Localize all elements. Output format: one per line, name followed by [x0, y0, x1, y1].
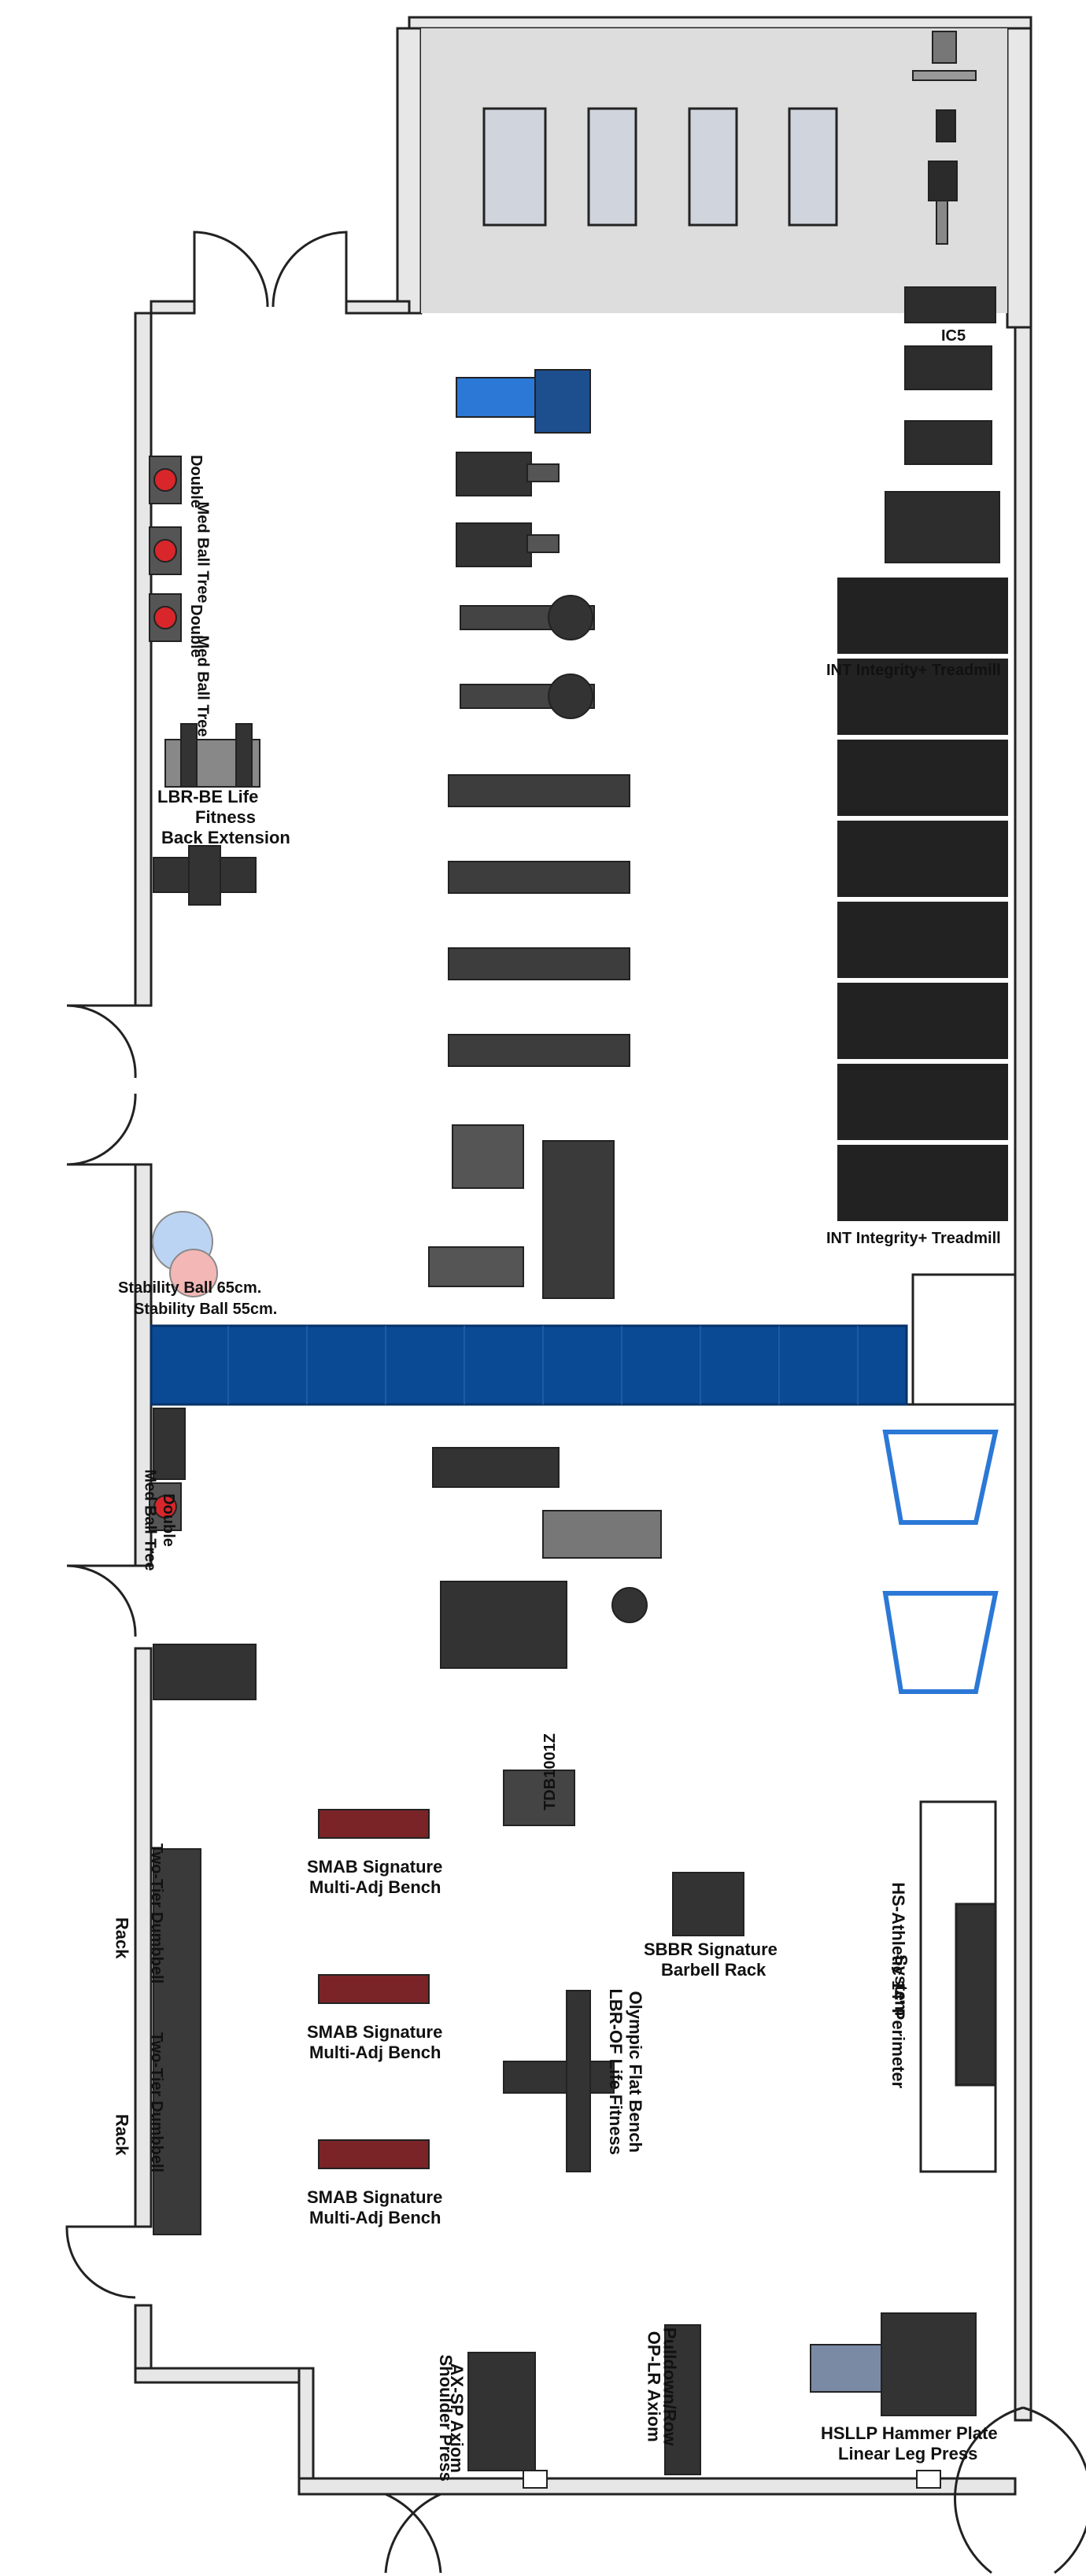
wall-bottom	[297, 2477, 1017, 2496]
treadmills	[837, 578, 1008, 1221]
label-back-ext-1: LBR-BE Life	[157, 787, 259, 806]
label-leg-press-b: Linear Leg Press	[838, 2444, 978, 2463]
mat-2	[587, 107, 637, 227]
blue-racks	[882, 1430, 999, 1694]
med-ball-trees-upper	[149, 456, 182, 642]
label-ic5: IC5	[941, 327, 966, 345]
wall-left-bottom	[134, 2304, 153, 2378]
label-treadmill-top: INT Integrity+ Treadmill	[826, 662, 1001, 679]
perimeter-system	[919, 1800, 997, 2173]
label-med-ball-tree-2: Med Ball Tree	[194, 635, 212, 737]
med-ball-tree-lower	[149, 1408, 186, 1531]
bottom-marks	[523, 2470, 941, 2489]
wall-left-low	[134, 1647, 153, 2228]
door-top-1	[193, 231, 269, 313]
door-top-2	[272, 231, 348, 313]
label-treadmill-bottom: INT Integrity+ Treadmill	[826, 1230, 1001, 1247]
wall-top-right	[1006, 27, 1032, 329]
bottom-machines	[467, 2312, 977, 2475]
door-left-4	[65, 2225, 136, 2299]
label-shoulder-b: Shoulder Press	[435, 2354, 456, 2482]
cardio-equipment	[428, 369, 630, 1299]
label-barbell-rack-b: Barbell Rack	[661, 1960, 766, 1980]
label-double-1: Double	[187, 455, 205, 508]
doors	[65, 231, 1086, 2574]
label-med-ball-tree-1: Med Ball Tree	[194, 501, 212, 603]
label-bench-2a: SMAB Signature	[307, 2022, 443, 2042]
mat-3	[688, 107, 738, 227]
label-back-ext-2: Fitness	[195, 807, 257, 827]
top-room-machine	[912, 31, 977, 245]
side-box	[911, 1273, 1017, 1406]
dumbbell-rack	[153, 1848, 201, 2235]
label-bench-2b: Multi-Adj Bench	[309, 2043, 441, 2062]
label-pulldown-b: Pulldown/Row	[659, 2327, 680, 2446]
door-bottom-1	[385, 2493, 442, 2574]
label-bench-3b: Multi-Adj Bench	[309, 2208, 441, 2227]
label-perimeter-b: System	[891, 1954, 911, 2017]
door-bottom-3	[1022, 2406, 1086, 2574]
label-rack-2: Rack	[112, 2113, 132, 2156]
door-bottom-2	[384, 2493, 441, 2574]
wall-bottom-left	[134, 2367, 310, 2384]
label-dumbbell-1: Two-Tier Dumbbell	[148, 1843, 166, 1984]
back-extension	[153, 723, 260, 906]
label-stability-b: Stability Ball 55cm.	[134, 1301, 278, 1318]
top-room-mats	[482, 107, 838, 227]
door-left-2	[66, 1093, 137, 1166]
label-rack-1: Rack	[112, 1917, 132, 1959]
stretch-mat-lines	[227, 1326, 859, 1404]
label-leg-press-a: HSLLP Hammer Plate	[821, 2423, 998, 2443]
label-back-ext-3: Back Extension	[161, 828, 290, 847]
label-med-ball-tree-single: Med Ball Tree	[141, 1469, 159, 1571]
door-bottom-4	[954, 2406, 1024, 2574]
wall-top-main-2	[345, 300, 411, 315]
stretch-mat	[150, 1324, 908, 1406]
wall-right	[1014, 326, 1032, 2422]
wall-bottom-step	[297, 2367, 315, 2496]
label-bench-3a: SMAB Signature	[307, 2187, 443, 2207]
door-left-1	[66, 1004, 137, 1079]
stability-ball-55	[169, 1249, 218, 1297]
label-double-single: Double	[159, 1493, 177, 1547]
wall-top-left	[396, 27, 423, 315]
label-small-tag: TDB1001Z	[541, 1733, 559, 1810]
mat-4	[788, 107, 838, 227]
label-olympic-b: Olympic Flat Bench	[625, 1991, 645, 2153]
label-stability-a: Stability Ball 65cm.	[118, 1279, 262, 1297]
label-barbell-rack-a: SBBR Signature	[644, 1939, 778, 1959]
door-left-3	[66, 1564, 137, 1637]
label-bench-1b: Multi-Adj Bench	[309, 1877, 441, 1897]
walls	[134, 16, 1032, 2496]
smab-benches	[318, 1809, 430, 2169]
wall-left-upper	[134, 312, 153, 1007]
mat-1	[482, 107, 547, 227]
label-bench-1a: SMAB Signature	[307, 1857, 443, 1877]
wall-top-main	[150, 300, 196, 315]
stability-balls	[152, 1211, 218, 1297]
strength-equipment	[153, 1447, 744, 2172]
ic5-bikes	[885, 286, 1000, 563]
wall-top	[408, 16, 1032, 30]
label-olympic-a: LBR-OF Life Fitness	[605, 1988, 626, 2155]
label-dumbbell-2: Two-Tier Dumbbell	[148, 2032, 166, 2173]
